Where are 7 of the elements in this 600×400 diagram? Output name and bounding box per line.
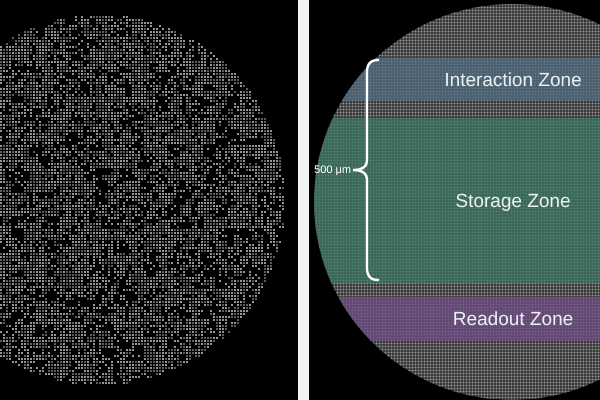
zone-band [314, 118, 600, 283]
zone-label: Storage Zone [455, 190, 571, 212]
zone-band [341, 58, 600, 101]
zone-label: Readout Zone [452, 309, 574, 331]
zone-band [338, 297, 600, 341]
dimension-label: 500 μm [314, 164, 351, 176]
zone-label: Interaction Zone [444, 70, 582, 92]
